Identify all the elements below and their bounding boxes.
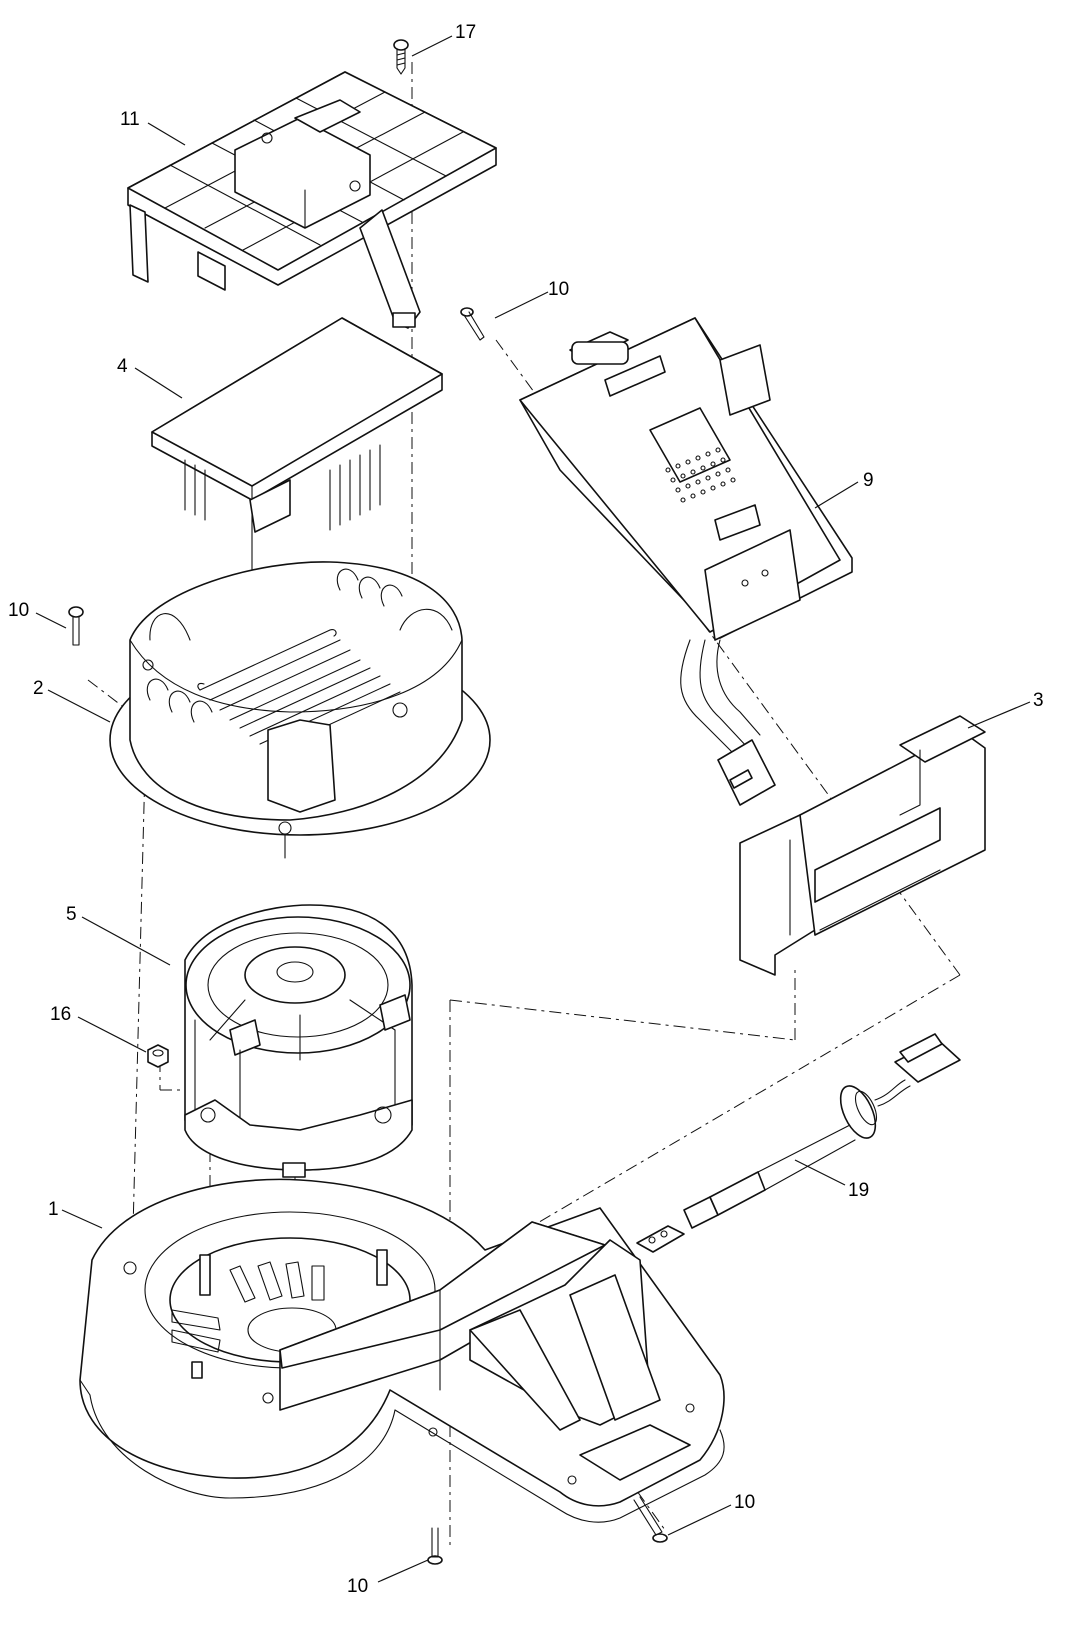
- callout-10-upper: 10: [548, 279, 569, 300]
- callout-leaders: [35, 35, 1031, 1583]
- screw-10-left: [68, 606, 84, 646]
- callout-3: 3: [1033, 690, 1044, 711]
- callout-16: 16: [50, 1004, 71, 1025]
- callout-11: 11: [120, 109, 140, 130]
- callout-4: 4: [117, 356, 128, 377]
- screw-10-upper: [460, 307, 485, 341]
- callout-9: 9: [863, 470, 874, 491]
- part-16-nut: [147, 1044, 169, 1068]
- callout-19: 19: [848, 1180, 869, 1201]
- callout-10-right: 10: [734, 1492, 755, 1513]
- vent-dot-grid: [665, 447, 736, 503]
- part-2-motor-cover: [109, 561, 491, 859]
- callout-17: 17: [455, 22, 476, 43]
- callout-1: 1: [48, 1199, 59, 1220]
- screw-10-right: [633, 1496, 668, 1543]
- part-3-u-bracket: [739, 715, 986, 976]
- part-17-screw: [393, 39, 409, 75]
- callout-5: 5: [66, 904, 77, 925]
- part-19-cable: [636, 1033, 961, 1253]
- part-11-bracket: [127, 71, 497, 329]
- callout-10-left: 10: [8, 600, 29, 621]
- part-4-control-module: [151, 317, 443, 581]
- screw-10-bottom: [427, 1527, 443, 1565]
- callout-labels: 17 11 10 4 9 10 2 3 5 16 19 1 10 10: [8, 22, 1044, 1597]
- part-1-base-housing: [79, 1178, 725, 1523]
- cover-side-fins: [146, 568, 403, 723]
- base-vanes: [171, 1261, 325, 1353]
- callout-10-bottom: 10: [347, 1576, 368, 1597]
- callout-2: 2: [33, 678, 44, 699]
- part-9-switch-housing: [519, 317, 853, 806]
- part-5-motor: [184, 904, 413, 1178]
